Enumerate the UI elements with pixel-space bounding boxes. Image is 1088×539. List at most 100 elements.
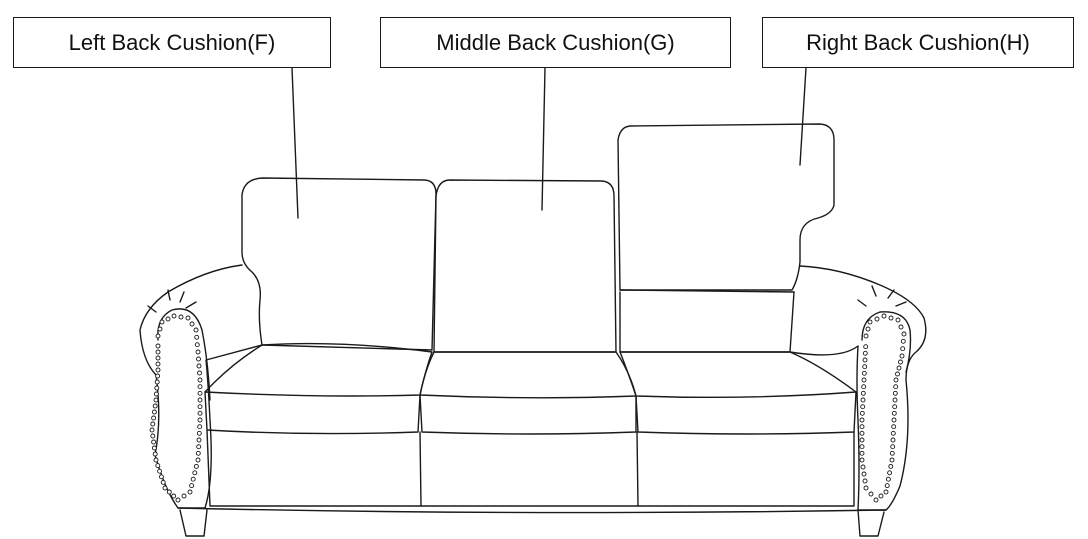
scroll-tick <box>167 289 171 301</box>
nailhead-stud <box>900 338 906 344</box>
nailhead-stud <box>154 379 160 385</box>
nailhead-stud <box>165 316 171 322</box>
nailhead-stud <box>151 409 157 415</box>
nailhead-stud <box>195 450 201 456</box>
nailhead-stud <box>859 424 865 430</box>
nailhead-stud <box>895 317 901 323</box>
nailhead-stud <box>155 367 161 373</box>
nailhead-stud <box>862 478 868 484</box>
middle-seat-cushion <box>419 351 637 399</box>
leader-line-middle <box>541 67 546 211</box>
left-leg <box>179 509 208 537</box>
base-divider-2 <box>636 431 639 507</box>
base-divider-1 <box>419 431 422 507</box>
left-seat-front <box>204 391 421 435</box>
nailhead-stud <box>154 385 160 391</box>
label-left-back-cushion: Left Back Cushion(F) <box>13 17 331 68</box>
nailhead-stud <box>893 384 899 390</box>
nailhead-stud <box>892 404 898 410</box>
sofa-base <box>206 429 855 507</box>
nailhead-stud <box>166 489 172 495</box>
nailhead-stud <box>152 403 158 409</box>
nailhead-stud <box>861 384 867 390</box>
label-middle-back-cushion: Middle Back Cushion(G) <box>380 17 731 68</box>
nailhead-stud <box>883 489 889 495</box>
nailhead-stud <box>197 384 203 390</box>
nailhead-stud <box>893 377 899 383</box>
scroll-tick <box>887 289 895 299</box>
nailhead-stud <box>862 357 868 363</box>
nailhead-stud <box>859 450 865 456</box>
nailhead-stud <box>185 315 191 321</box>
nailhead-stud <box>859 437 865 443</box>
nailhead-stud <box>151 439 157 445</box>
left-arm-nailheads <box>149 313 203 503</box>
nailhead-stud <box>863 485 869 491</box>
nailhead-stud <box>900 346 906 352</box>
nailhead-stud <box>155 355 161 361</box>
leader-line-left <box>291 67 299 219</box>
nailhead-stud <box>861 370 867 376</box>
nailhead-stud <box>896 365 902 371</box>
scroll-tick <box>179 291 185 303</box>
nailhead-stud <box>863 344 869 350</box>
nailhead-stud <box>187 489 193 495</box>
nailhead-stud <box>171 493 177 499</box>
right-seat-front <box>635 391 857 435</box>
nailhead-stud <box>151 445 157 451</box>
nailhead-stud <box>153 391 159 397</box>
nailhead-stud <box>190 476 196 482</box>
scroll-tick <box>871 285 877 297</box>
nailhead-stud <box>162 485 168 491</box>
nailhead-stud <box>171 313 177 319</box>
nailhead-stud <box>155 343 161 349</box>
nailhead-stud <box>197 404 203 410</box>
label-right-back-cushion: Right Back Cushion(H) <box>762 17 1074 68</box>
nailhead-stud <box>189 483 195 489</box>
nailhead-stud <box>189 321 195 327</box>
nailhead-stud <box>859 444 865 450</box>
middle-back-cushion <box>433 179 617 353</box>
nailhead-stud <box>859 410 865 416</box>
nailhead-stud <box>175 497 181 503</box>
nailhead-stud <box>157 326 163 332</box>
arm-scroll-marks <box>147 285 907 313</box>
right-back-cushion <box>617 123 835 291</box>
nailhead-stud <box>150 433 156 439</box>
nailhead-stud <box>197 390 203 396</box>
nailhead-stud <box>197 370 202 376</box>
nailhead-stud <box>892 397 898 403</box>
nailhead-stud <box>865 326 871 332</box>
nailhead-stud <box>160 479 166 485</box>
nailhead-stud <box>159 319 165 325</box>
nailhead-stud <box>860 464 866 470</box>
right-back-seam <box>619 289 795 293</box>
nailhead-stud <box>155 463 161 469</box>
nailhead-stud <box>889 457 895 463</box>
right-arm-scroll <box>861 311 912 373</box>
right-arm-nailheads <box>859 313 907 503</box>
nailhead-stud <box>862 350 868 356</box>
nailhead-stud <box>878 493 884 499</box>
nailhead-stud <box>862 364 868 370</box>
nailhead-stud <box>888 315 894 321</box>
nailhead-stud <box>152 451 158 457</box>
nailhead-stud <box>873 497 879 503</box>
nailhead-stud <box>181 493 187 499</box>
nailhead-stud <box>178 314 184 320</box>
nailhead-stud <box>196 444 202 450</box>
nailhead-stud <box>194 342 200 348</box>
nailhead-stud <box>892 390 898 396</box>
nailhead-stud <box>153 457 159 463</box>
nailhead-stud <box>881 313 887 319</box>
nailhead-stud <box>197 424 203 430</box>
nailhead-stud <box>196 363 202 369</box>
nailhead-stud <box>197 417 203 423</box>
nailhead-stud <box>155 373 161 379</box>
right-backrest <box>619 291 795 353</box>
nailhead-stud <box>898 359 903 365</box>
nailhead-stud <box>895 371 900 377</box>
nailhead-stud <box>193 327 199 333</box>
nailhead-stud <box>155 333 161 339</box>
